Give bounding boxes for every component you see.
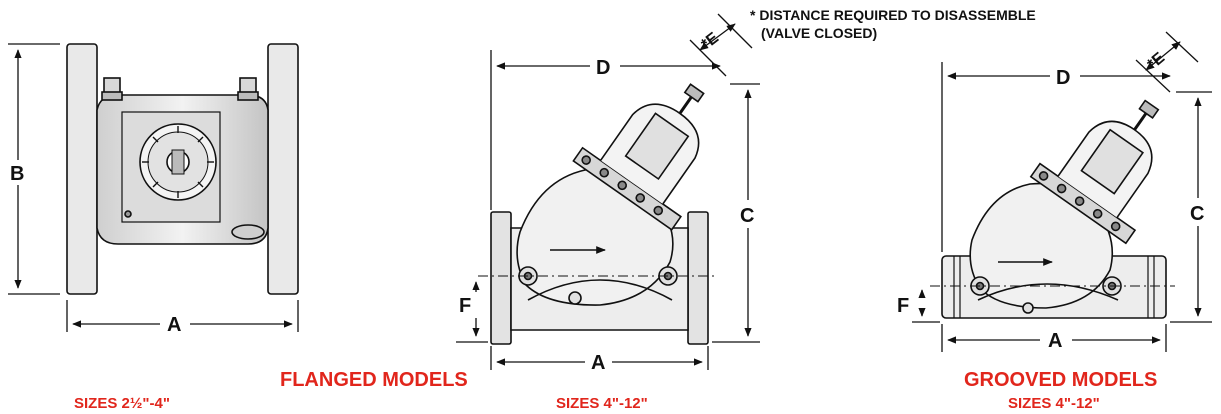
dim-d-middle-label: D — [596, 57, 610, 79]
compact-valve-drawing — [66, 43, 299, 295]
grooved-valve-drawing — [941, 99, 1167, 319]
dimension-d-middle — [490, 50, 721, 210]
dim-f-right-label: F — [897, 295, 909, 317]
dimension-e-right — [1135, 31, 1199, 93]
flanged-models-caption: FLANGED MODELS — [280, 369, 468, 391]
dim-c-right-label: C — [1190, 203, 1204, 225]
sizes-small-caption: SIZES 2½"-4" — [74, 395, 170, 412]
dimension-f-middle — [456, 281, 488, 343]
dimension-d-right — [941, 62, 1171, 252]
dimension-f-right — [912, 289, 940, 323]
dimension-a-left — [66, 300, 299, 332]
dim-a-right-label: A — [1048, 330, 1062, 352]
dim-e-middle-label: *E — [698, 29, 722, 53]
sizes-grooved-caption: SIZES 4"-12" — [1008, 395, 1100, 412]
dim-b-label: B — [10, 163, 24, 185]
sizes-flanged-caption: SIZES 4"-12" — [556, 395, 648, 412]
dimension-e-middle — [689, 13, 753, 77]
dim-c-middle-label: C — [740, 205, 754, 227]
flanged-valve-drawing — [490, 83, 709, 345]
dim-f-middle-label: F — [459, 295, 471, 317]
dimension-b — [8, 43, 60, 295]
grooved-models-caption: GROOVED MODELS — [964, 369, 1157, 391]
dim-e-right-label: *E — [1144, 49, 1168, 73]
dimension-a-right — [941, 324, 1167, 352]
dimension-c-right — [1170, 91, 1212, 323]
dim-d-right-label: D — [1056, 67, 1070, 89]
disassembly-note-line2: (VALVE CLOSED) — [761, 25, 877, 41]
dim-a-left-label: A — [167, 314, 181, 336]
dimension-a-middle — [490, 346, 709, 370]
dimension-c-middle — [712, 83, 760, 343]
dim-a-middle-label: A — [591, 352, 605, 374]
disassembly-note-line1: * DISTANCE REQUIRED TO DISASSEMBLE — [750, 7, 1036, 23]
